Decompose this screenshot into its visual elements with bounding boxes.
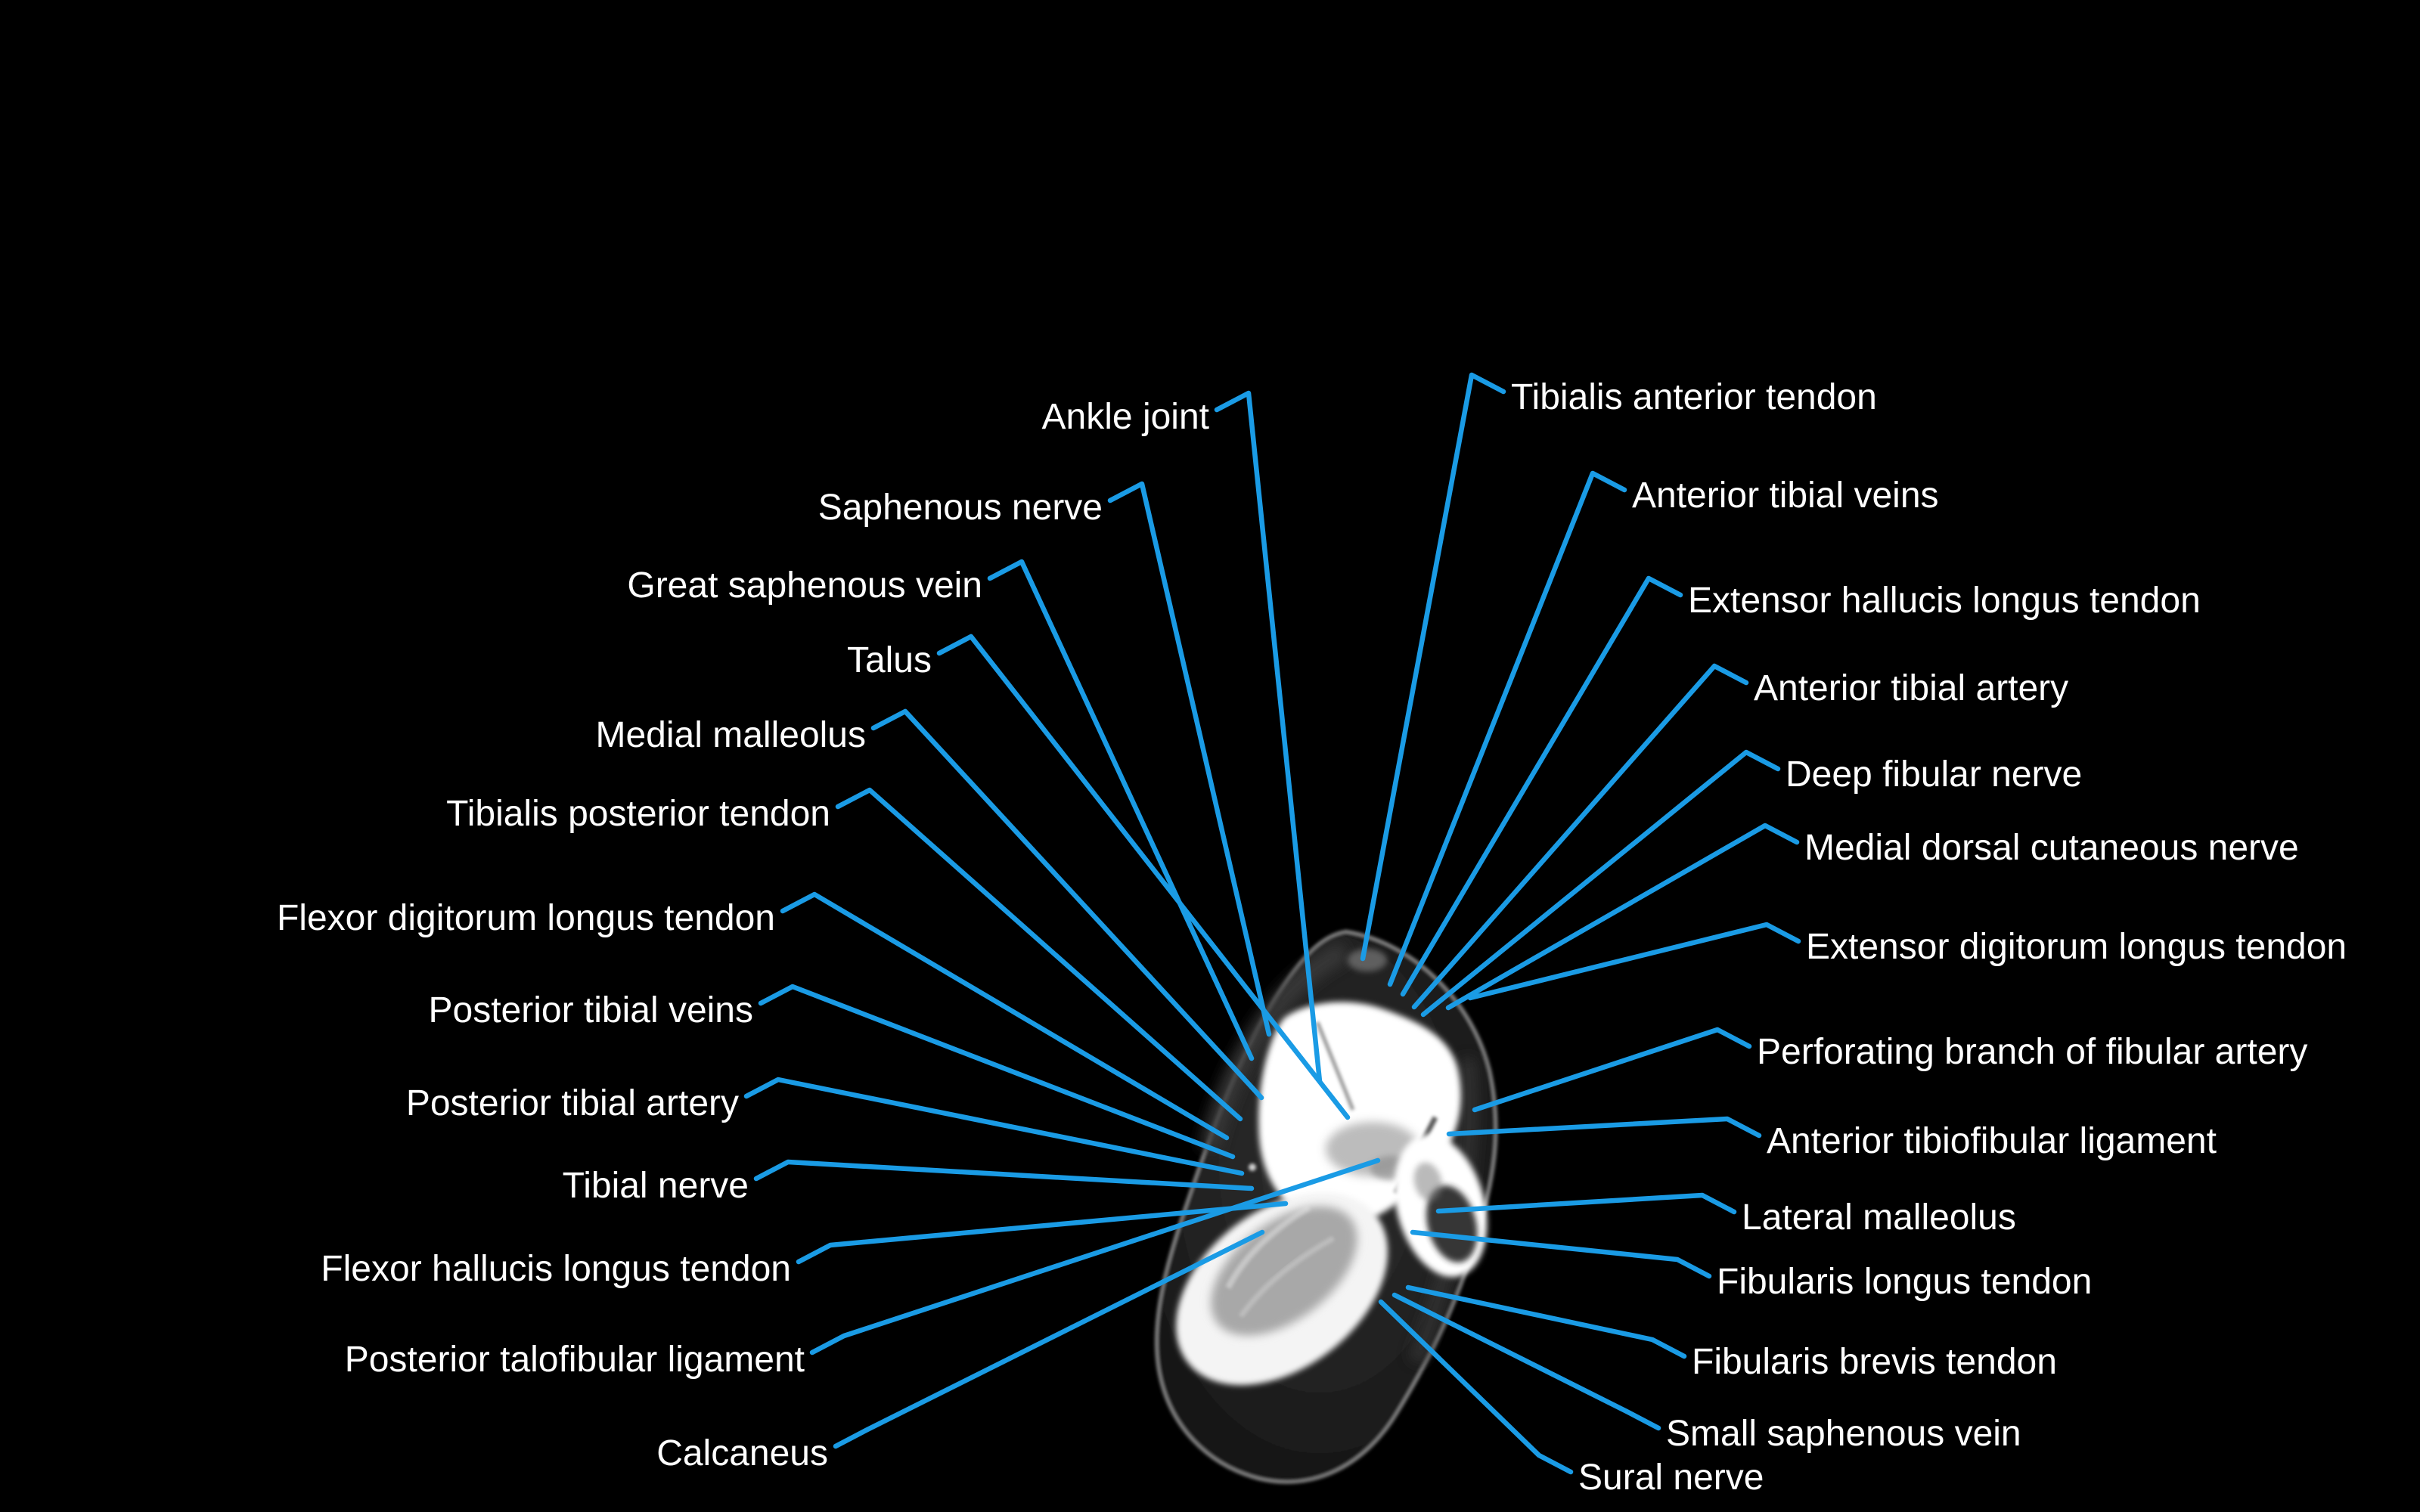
label-extensor-digitorum-longus-tendon: Extensor digitorum longus tendon (1806, 927, 2347, 967)
leader-small-saphenous-vein (1392, 1292, 1661, 1431)
label-posterior-talofibular-ligament: Posterior talofibular ligament (345, 1340, 805, 1380)
leader-tibialis-posterior-tendon (835, 787, 1243, 1122)
leader-flexor-hallucis-longus-tendon (796, 1201, 1289, 1265)
leader-posterior-talofibular-ligament (809, 1157, 1381, 1356)
label-lateral-malleolus: Lateral malleolus (1742, 1198, 2016, 1238)
leader-ankle-joint (1214, 390, 1323, 1084)
label-ankle-joint: Ankle joint (1042, 397, 1209, 437)
label-tibialis-posterior-tendon: Tibialis posterior tendon (446, 794, 830, 834)
leader-talus (936, 634, 1351, 1120)
fibula-marrow-streak (1413, 1162, 1442, 1201)
label-saphenous-nerve: Saphenous nerve (818, 488, 1103, 528)
leader-extensor-hallucis-longus-tendon (1400, 575, 1683, 997)
label-flexor-digitorum-longus-tendon: Flexor digitorum longus tendon (277, 898, 775, 938)
leader-anterior-tibial-veins (1387, 470, 1627, 987)
leader-medial-dorsal-cutaneous-nerve (1445, 823, 1800, 1011)
label-talus: Talus (847, 640, 932, 680)
leader-tibialis-anterior-tendon (1360, 372, 1506, 962)
fibula-marrow (1426, 1185, 1478, 1263)
label-medial-malleolus: Medial malleolus (596, 715, 867, 755)
label-posterior-tibial-veins: Posterior tibial veins (428, 990, 753, 1030)
leader-extensor-digitorum-longus-tendon (1467, 922, 1801, 1001)
calcaneus-trabecular-streak-2 (1238, 1235, 1335, 1318)
leader-tibial-nerve (753, 1159, 1255, 1191)
leader-lines (743, 372, 1801, 1475)
label-anterior-tibiofibular-ligament: Anterior tibiofibular ligament (1767, 1121, 2217, 1161)
leader-calcaneus (833, 1229, 1265, 1449)
leader-fibularis-brevis-tendon (1405, 1284, 1687, 1359)
label-great-saphenous-vein: Great saphenous vein (627, 565, 982, 606)
label-fibularis-longus-tendon: Fibularis longus tendon (1717, 1262, 2092, 1302)
calcaneus-trabecular-streak-1 (1225, 1204, 1311, 1290)
label-calcaneus: Calcaneus (656, 1433, 828, 1473)
leader-posterior-tibial-veins (758, 984, 1236, 1160)
leader-saphenous-nerve (1107, 481, 1272, 1037)
label-extensor-hallucis-longus-tendon: Extensor hallucis longus tendon (1688, 581, 2201, 621)
leader-deep-fibular-nerve (1420, 749, 1781, 1018)
label-tibial-nerve: Tibial nerve (563, 1166, 749, 1206)
leader-medial-malleolus (870, 708, 1264, 1101)
label-fibularis-brevis-tendon: Fibularis brevis tendon (1692, 1342, 2057, 1382)
fibula-lateral-malleolus-bone (1394, 1135, 1488, 1277)
leader-flexor-digitorum-longus-tendon (780, 891, 1230, 1141)
leader-lateral-malleolus (1435, 1192, 1737, 1215)
label-medial-dorsal-cutaneous-nerve: Medial dorsal cutaneous nerve (1804, 828, 2299, 868)
label-perforating-branch-of-fibular-artery: Perforating branch of fibular artery (1757, 1032, 2307, 1072)
label-deep-fibular-nerve: Deep fibular nerve (1786, 754, 2082, 795)
leader-great-saphenous-vein (987, 559, 1255, 1061)
leader-fibularis-longus-tendon (1410, 1229, 1712, 1279)
leader-sural-nerve (1378, 1299, 1574, 1475)
medial-vessel-dot (1249, 1163, 1256, 1171)
leader-anterior-tibial-artery (1411, 663, 1749, 1010)
soft-tissue-sheen-medial (1199, 942, 1349, 1152)
label-posterior-tibial-artery: Posterior tibial artery (406, 1083, 739, 1123)
label-small-saphenous-vein: Small saphenous vein (1666, 1414, 2021, 1454)
leader-perforating-branch-of-fibular-artery (1472, 1027, 1752, 1113)
label-anterior-tibial-veins: Anterior tibial veins (1632, 476, 1939, 516)
ct-scan-image (1155, 929, 1498, 1484)
talar-dome-groove (1315, 1021, 1355, 1111)
label-anterior-tibial-artery: Anterior tibial artery (1754, 668, 2068, 708)
tibialis-anterior-tendon-blob (1348, 949, 1387, 971)
leader-anterior-tibiofibular-ligament (1446, 1116, 1762, 1139)
label-flexor-hallucis-longus-tendon: Flexor hallucis longus tendon (321, 1249, 791, 1289)
label-tibialis-anterior-tendon: Tibialis anterior tendon (1511, 377, 1877, 417)
label-sural-nerve: Sural nerve (1578, 1458, 1764, 1498)
leader-posterior-tibial-artery (743, 1077, 1245, 1176)
labels: Ankle joint Saphenous nerve Great saphen… (277, 377, 2347, 1498)
